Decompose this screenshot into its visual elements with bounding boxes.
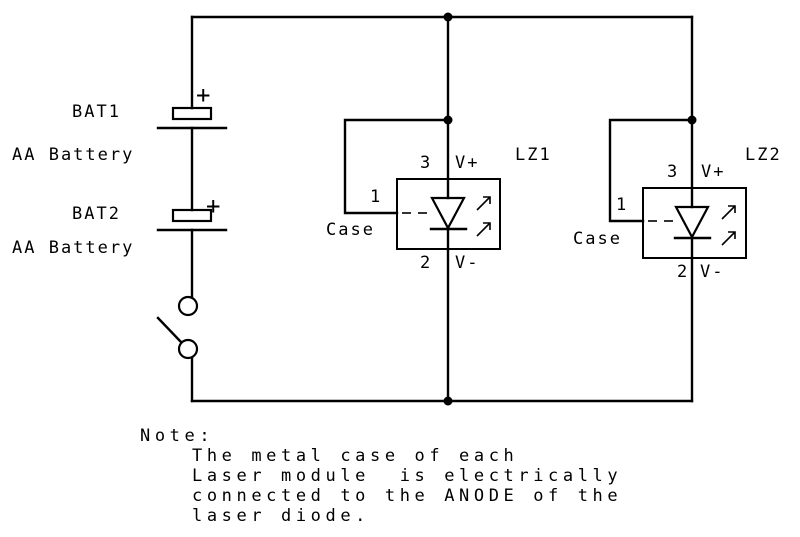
- lz1-pin2-number: 2: [420, 253, 432, 273]
- bat2-symbol: [156, 208, 228, 232]
- lz1-case-label: Case: [326, 220, 375, 240]
- lz1-ref-label: LZ1: [515, 145, 552, 165]
- lz1-case-wire: [343, 118, 450, 215]
- note-block: Note: The metal case of each Laser modul…: [140, 426, 622, 526]
- lz1-module: [396, 177, 501, 251]
- bat1-value-label: AA Battery: [12, 145, 134, 165]
- junction-dot: [443, 115, 453, 125]
- lz2-vplus-label: V+: [701, 162, 725, 182]
- junction-dot: [443, 396, 453, 406]
- lz1-pin3-number: 3: [420, 153, 432, 173]
- lz2-diode-triangle: [674, 205, 710, 240]
- lz2-module: [642, 186, 747, 260]
- lz1-vminus-label: V-: [455, 253, 479, 273]
- lz1-pin1-number: 1: [370, 187, 382, 207]
- bat1-symbol: [156, 106, 228, 130]
- lz2-pin2-number: 2: [677, 262, 689, 282]
- lz2-pin3-number: 3: [667, 162, 679, 182]
- bat1-ref-label: BAT1: [72, 102, 121, 122]
- lz1-diode-triangle: [430, 196, 466, 231]
- lz2-pin1-number: 1: [616, 195, 628, 215]
- lz1-vplus-label: V+: [455, 153, 479, 173]
- note-line: The metal case of each: [192, 446, 518, 466]
- lz2-case-label: Case: [573, 229, 622, 249]
- switch-upper-terminal: [177, 295, 199, 317]
- switch-lever: [156, 316, 183, 344]
- bat2-ref-label: BAT2: [72, 204, 121, 224]
- lz2-case-wire: [608, 118, 694, 223]
- junction-dot: [443, 12, 453, 22]
- bat2-positive-plate: [171, 208, 213, 223]
- note-line: connected to the ANODE of the: [192, 486, 622, 506]
- bat1-plus-sign: +: [196, 81, 212, 109]
- lz1-emission-arrows: [476, 196, 491, 237]
- lz2-emission-arrows: [721, 205, 736, 246]
- note-line: Laser module is electrically: [192, 466, 622, 486]
- lz2-ref-label: LZ2: [745, 145, 782, 165]
- switch-symbol: [156, 295, 199, 360]
- lz2-module-box: [642, 187, 747, 259]
- bat2-plus-sign: +: [206, 192, 222, 220]
- note-line: laser diode.: [192, 506, 370, 526]
- bat1-positive-plate: [171, 106, 213, 121]
- note-heading: Note:: [140, 426, 214, 446]
- lz2-vminus-label: V-: [700, 262, 724, 282]
- wires: [190, 15, 694, 403]
- bat2-value-label: AA Battery: [12, 238, 134, 258]
- junctions: [443, 12, 697, 406]
- switch-lower-terminal: [177, 338, 199, 360]
- junction-dot: [687, 115, 697, 125]
